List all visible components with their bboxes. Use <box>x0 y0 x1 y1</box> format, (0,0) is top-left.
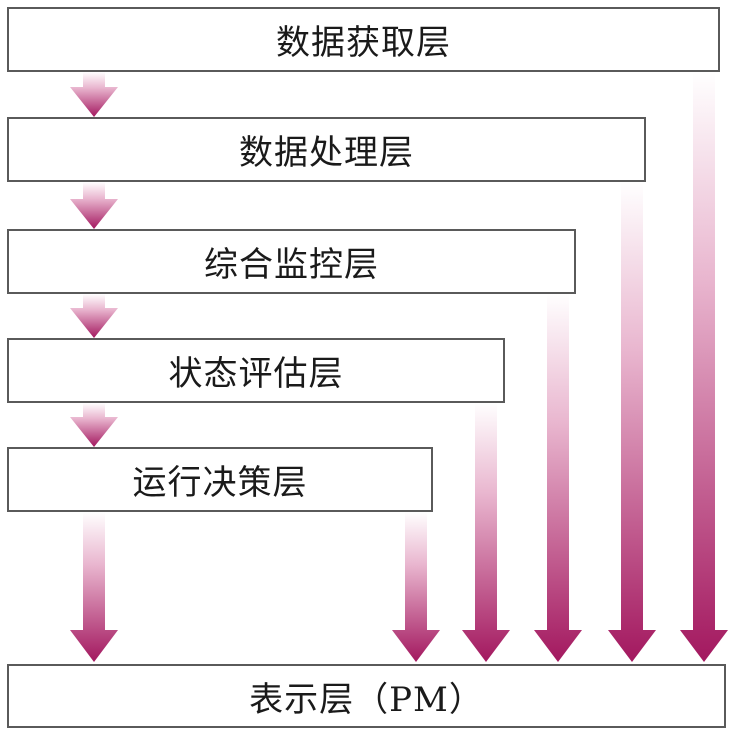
arrow-evaluation-to-decision <box>70 403 118 447</box>
arrow-acquisition-to-processing <box>70 72 118 117</box>
layer-label-data-processing: 数据处理层 <box>239 133 414 173</box>
layer-box-operation-decision: 运行决策层 <box>7 447 433 512</box>
layer-box-state-evaluation: 状态评估层 <box>7 338 505 403</box>
layer-box-data-acquisition: 数据获取层 <box>7 7 720 72</box>
arrow-decision-to-presentation-right <box>392 512 440 662</box>
arrow-processing-to-presentation <box>608 182 656 662</box>
arrow-evaluation-to-presentation <box>462 403 510 662</box>
layer-box-integrated-monitoring: 综合监控层 <box>7 229 576 294</box>
layer-box-data-processing: 数据处理层 <box>7 117 646 182</box>
arrow-monitoring-to-presentation <box>534 294 582 662</box>
layer-label-integrated-monitoring: 综合监控层 <box>204 245 379 285</box>
arrow-acquisition-to-presentation <box>680 72 728 662</box>
layer-label-data-acquisition: 数据获取层 <box>276 23 451 63</box>
arrow-decision-to-presentation-left <box>70 512 118 662</box>
arrow-monitoring-to-evaluation <box>70 294 118 338</box>
layer-box-presentation: 表示层（PM） <box>7 664 726 728</box>
layer-label-operation-decision: 运行决策层 <box>132 463 308 503</box>
layer-label-state-evaluation: 状态评估层 <box>168 354 344 394</box>
layer-label-presentation: 表示层（PM） <box>249 679 484 720</box>
arrow-processing-to-monitoring <box>70 182 118 229</box>
